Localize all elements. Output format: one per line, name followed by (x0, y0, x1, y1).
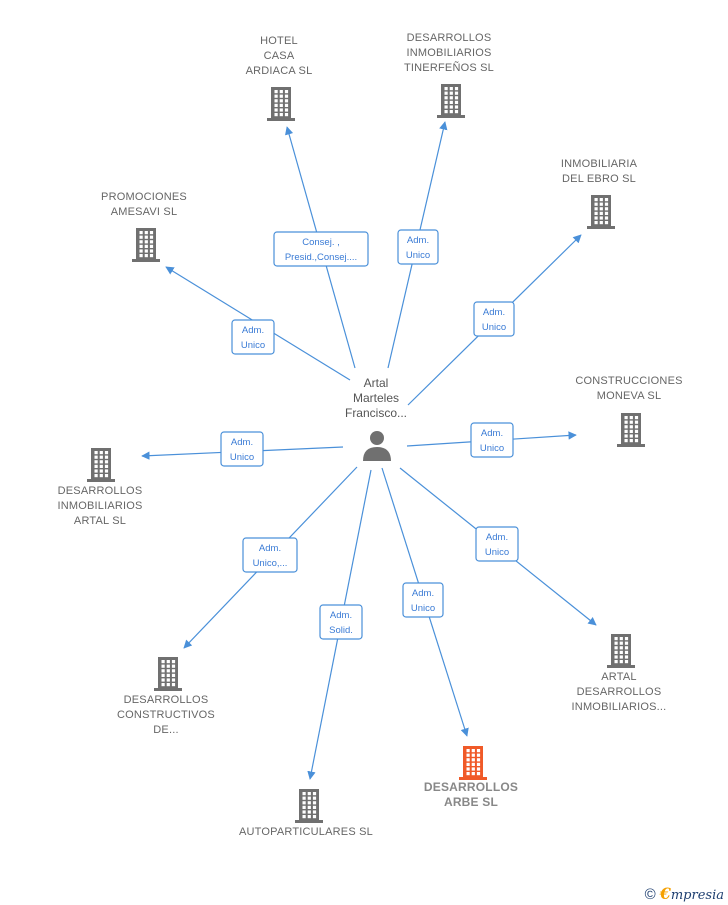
company-label-moneva: CONSTRUCCIONES MONEVA SL (575, 375, 682, 402)
building-icon-artal_des[interactable] (607, 634, 635, 668)
company-label-constructivos-line: DESARROLLOS (124, 694, 209, 706)
role-badge-amesavi[interactable]: Adm. Unico (231, 319, 275, 355)
company-label-hotel: HOTEL CASA ARDIACA SL (246, 35, 313, 77)
company-label-constructivos-line: CONSTRUCTIVOS (117, 709, 215, 721)
building-icon-autopart[interactable] (295, 789, 323, 823)
building-icon-arbe[interactable] (459, 746, 487, 780)
building-icon-ebro[interactable] (587, 195, 615, 229)
company-label-artal_inm-line: INMOBILIARIOS (57, 500, 142, 512)
person-icon[interactable] (363, 431, 391, 461)
building-icon-hotel[interactable] (267, 87, 295, 121)
role-line: Adm. (483, 307, 505, 318)
company-label-artal_inm-line: DESARROLLOS (58, 485, 143, 497)
role-badge-tinerfenos[interactable]: Adm. Unico (397, 229, 439, 265)
role-text: Adm. Unico (480, 428, 504, 454)
company-label-artal_des: ARTAL DESARROLLOS INMOBILIARIOS... (572, 671, 667, 713)
company-label-ebro: INMOBILIARIA DEL EBRO SL (561, 158, 638, 185)
company-label-constructivos: DESARROLLOS CONSTRUCTIVOS DE... (117, 694, 215, 736)
role-badge-autopart[interactable]: Adm. Solid. (319, 604, 363, 640)
building-icon-tinerfenos[interactable] (437, 84, 465, 118)
role-badge-constructivos[interactable]: Adm. Unico,... (242, 537, 298, 573)
role-line: Adm. (412, 588, 434, 599)
building-icon-constructivos[interactable] (154, 657, 182, 691)
role-line: Adm. (407, 235, 429, 246)
company-label-tinerfenos-line: TINERFEÑOS SL (404, 61, 494, 74)
footer-brand: ©€mpresia (645, 884, 724, 903)
company-label-arbe-line: DESARROLLOS (424, 780, 518, 794)
company-label-amesavi-line: PROMOCIONES (101, 191, 187, 203)
role-line: Adm. (231, 437, 253, 448)
role-badge-moneva[interactable]: Adm. Unico (470, 422, 514, 458)
company-label-hotel-line: ARDIACA SL (246, 65, 313, 77)
role-text: Adm. Unico (406, 235, 430, 261)
company-label-artal_inm: DESARROLLOS INMOBILIARIOS ARTAL SL (57, 485, 142, 527)
building-icon-amesavi[interactable] (132, 228, 160, 262)
role-text: Adm. Unico,... (253, 543, 288, 569)
center-person-label-line: Artal (364, 376, 389, 390)
role-line: Unico (485, 547, 509, 558)
role-badge-artal_des[interactable]: Adm. Unico (475, 526, 519, 562)
role-line: Unico (482, 322, 506, 333)
role-line: Adm. (486, 532, 508, 543)
role-line: Unico (411, 603, 435, 614)
role-text: Adm. Unico (485, 532, 509, 558)
company-label-tinerfenos-line: INMOBILIARIOS (406, 47, 491, 59)
company-label-moneva-line: CONSTRUCCIONES (575, 375, 682, 387)
role-text: Adm. Unico (230, 437, 254, 463)
building-icon-moneva[interactable] (617, 413, 645, 447)
role-line: Unico (480, 443, 504, 454)
brand-logo-text: mpresia (670, 888, 724, 903)
role-line: Presid.,Consej.... (285, 252, 357, 263)
center-person-label-line: Marteles (353, 391, 399, 405)
company-label-hotel-line: CASA (264, 50, 295, 62)
company-label-arbe-line: ARBE SL (444, 795, 498, 809)
role-text: Adm. Unico (411, 588, 435, 614)
company-label-artal_des-line: INMOBILIARIOS... (572, 701, 667, 713)
company-label-artal_inm-line: ARTAL SL (74, 515, 126, 527)
role-text: Consej. , Presid.,Consej.... (285, 237, 357, 263)
role-line: Solid. (329, 625, 353, 636)
role-line: Adm. (242, 325, 264, 336)
company-label-artal_des-line: DESARROLLOS (577, 686, 662, 698)
role-line: Adm. (259, 543, 281, 554)
role-badge-artal_inm[interactable]: Adm. Unico (220, 431, 264, 467)
center-person-label-line: Francisco... (345, 406, 407, 420)
role-line: Unico (230, 452, 254, 463)
company-label-moneva-line: MONEVA SL (597, 390, 662, 402)
brand-logo-e: € (659, 884, 671, 903)
company-label-autopart-line: AUTOPARTICULARES SL (239, 826, 373, 838)
role-text: Adm. Unico (241, 325, 265, 351)
role-line: Adm. (481, 428, 503, 439)
role-badge-hotel[interactable]: Consej. , Presid.,Consej.... (273, 231, 369, 267)
company-label-constructivos-line: DE... (153, 724, 178, 736)
building-icon-artal_inm[interactable] (87, 448, 115, 482)
role-text: Adm. Unico (482, 307, 506, 333)
company-label-autopart: AUTOPARTICULARES SL (239, 826, 373, 838)
company-label-hotel-line: HOTEL (260, 35, 298, 47)
role-text: Adm. Solid. (329, 610, 353, 636)
company-label-ebro-line: DEL EBRO SL (562, 173, 636, 185)
company-label-tinerfenos: DESARROLLOS INMOBILIARIOS TINERFEÑOS SL (404, 32, 494, 74)
role-line: Adm. (330, 610, 352, 621)
role-badge-arbe[interactable]: Adm. Unico (402, 582, 444, 618)
company-label-amesavi: PROMOCIONES AMESAVI SL (101, 191, 187, 218)
company-label-amesavi-line: AMESAVI SL (111, 206, 178, 218)
company-label-tinerfenos-line: DESARROLLOS (407, 32, 492, 44)
company-label-artal_des-line: ARTAL (601, 671, 636, 683)
role-line: Unico,... (253, 558, 288, 569)
copyright-symbol: © (644, 886, 656, 903)
role-line: Unico (406, 250, 430, 261)
role-line: Consej. , (302, 237, 340, 248)
role-badge-ebro[interactable]: Adm. Unico (473, 301, 515, 337)
company-label-ebro-line: INMOBILIARIA (561, 158, 638, 170)
role-line: Unico (241, 340, 265, 351)
